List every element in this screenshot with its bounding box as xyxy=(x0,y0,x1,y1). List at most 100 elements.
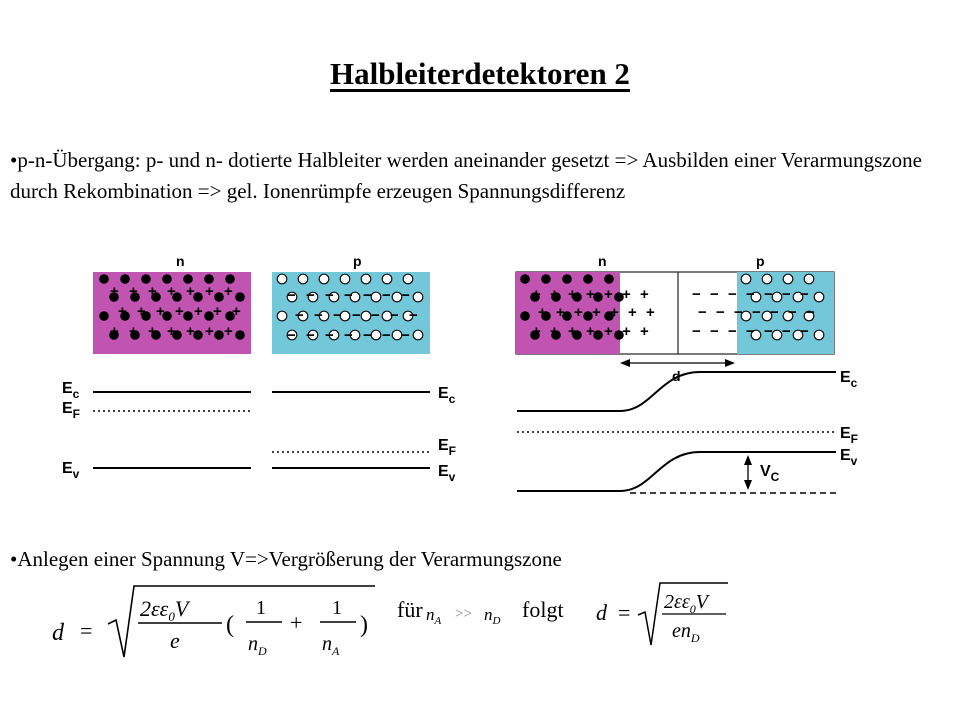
acceptor-ion-minus: − xyxy=(363,327,372,344)
acceptor-ion-minus: − xyxy=(806,304,815,321)
formula2-d: d xyxy=(596,600,608,625)
ev-band-bent xyxy=(517,451,836,492)
label-ev-p: Ev xyxy=(438,463,456,484)
acceptor-ion-minus: − xyxy=(295,307,304,324)
electron-dot xyxy=(551,292,561,302)
electron-dot xyxy=(572,330,582,340)
acceptor-ion-minus: − xyxy=(764,286,773,303)
acceptor-ion-minus: − xyxy=(764,323,773,340)
electron-dot xyxy=(130,292,140,302)
electron-dot xyxy=(225,274,235,284)
acceptor-ion-minus: − xyxy=(325,327,334,344)
electron-dot xyxy=(141,274,151,284)
hole-dot xyxy=(391,291,403,303)
formula2-denominator: enD xyxy=(672,620,700,645)
hole-dot xyxy=(339,310,351,322)
donor-ion-plus: + xyxy=(167,283,176,300)
label-ef-p: EF xyxy=(438,437,456,458)
electron-dot xyxy=(541,274,551,284)
electron-dot xyxy=(99,311,109,321)
condition-gg: >> xyxy=(455,606,472,622)
hole-dot xyxy=(318,310,330,322)
formula-numerator: 2εε0V xyxy=(140,596,191,624)
hole-dot xyxy=(750,329,762,341)
page-title: Halbleiterdetektoren 2 xyxy=(330,56,630,91)
formula-sqrt xyxy=(107,585,375,658)
donor-ion-plus: + xyxy=(604,286,613,303)
donor-ion-plus: + xyxy=(148,283,157,300)
donor-ion-plus: + xyxy=(167,323,176,340)
hole-dot xyxy=(349,329,361,341)
acceptor-ion-minus: − xyxy=(782,323,791,340)
electron-dot xyxy=(593,292,603,302)
hole-dot xyxy=(318,273,330,285)
n-region-left xyxy=(93,272,251,354)
donor-ion-plus: + xyxy=(568,323,577,340)
hole-dot xyxy=(297,310,309,322)
hole-dot xyxy=(276,310,288,322)
donor-ion-plus: + xyxy=(556,304,565,321)
electron-dot xyxy=(604,311,614,321)
formula-e: e xyxy=(170,628,180,653)
acceptor-ion-minus: − xyxy=(728,286,737,303)
donor-ion-plus: + xyxy=(205,283,214,300)
formula-na: nA xyxy=(322,633,340,658)
donor-ion-plus: + xyxy=(110,323,119,340)
label-p-right: p xyxy=(756,253,765,269)
acceptor-ion-minus: − xyxy=(382,287,391,304)
electron-dot xyxy=(151,330,161,340)
hole-dot xyxy=(360,273,372,285)
electron-dot xyxy=(193,330,203,340)
donor-ion-plus: + xyxy=(194,303,203,320)
electron-dot xyxy=(583,311,593,321)
electron-dot xyxy=(235,292,245,302)
electron-dot xyxy=(225,311,235,321)
acceptor-ion-minus: − xyxy=(314,307,323,324)
formula-d: d xyxy=(52,620,65,646)
p-right-holes: −−−−−−−−−−−−−−−−−−−−− xyxy=(692,273,825,341)
electron-dot xyxy=(99,274,109,284)
acceptor-ion-minus: − xyxy=(770,304,779,321)
donor-ion-plus: + xyxy=(550,286,559,303)
acceptor-ion-minus: − xyxy=(710,286,719,303)
hole-dot xyxy=(381,310,393,322)
donor-ion-plus: + xyxy=(622,323,631,340)
electron-dot xyxy=(604,274,614,284)
electron-dot xyxy=(583,274,593,284)
hole-dot xyxy=(782,310,794,322)
donor-ion-plus: + xyxy=(205,323,214,340)
donor-ion-plus: + xyxy=(628,304,637,321)
electron-dot xyxy=(172,330,182,340)
electron-dot xyxy=(214,330,224,340)
electron-dot xyxy=(204,311,214,321)
hole-dot xyxy=(402,273,414,285)
acceptor-ion-minus: − xyxy=(287,327,296,344)
label-n-right: n xyxy=(598,253,607,269)
hole-dot xyxy=(792,291,804,303)
label-p-left: p xyxy=(353,253,362,269)
electron-dot xyxy=(541,311,551,321)
hole-dot xyxy=(412,329,424,341)
bullet-pn-junction: •p-n-Übergang: p- und n- dotierte Halble… xyxy=(10,148,922,203)
acceptor-ion-minus: − xyxy=(746,286,755,303)
hole-dot xyxy=(813,291,825,303)
hole-dot xyxy=(771,329,783,341)
hole-dot xyxy=(328,291,340,303)
hole-dot xyxy=(328,329,340,341)
electron-dot xyxy=(183,311,193,321)
formula2-numerator: 2εε0V xyxy=(664,591,711,616)
hole-dot xyxy=(402,310,414,322)
label-vc: VC xyxy=(760,463,780,484)
electron-dot xyxy=(530,292,540,302)
donor-ion-plus: + xyxy=(156,303,165,320)
donor-ion-plus: + xyxy=(118,303,127,320)
label-ec-left: Ec xyxy=(62,380,80,401)
arrow-head-left xyxy=(620,359,630,367)
text-folgt: folgt xyxy=(522,597,564,622)
acceptor-ion-minus: − xyxy=(352,307,361,324)
label-ev-left: Ev xyxy=(62,460,80,481)
electron-dot xyxy=(214,292,224,302)
condition-na: nA xyxy=(426,605,442,627)
donor-ion-plus: + xyxy=(538,304,547,321)
